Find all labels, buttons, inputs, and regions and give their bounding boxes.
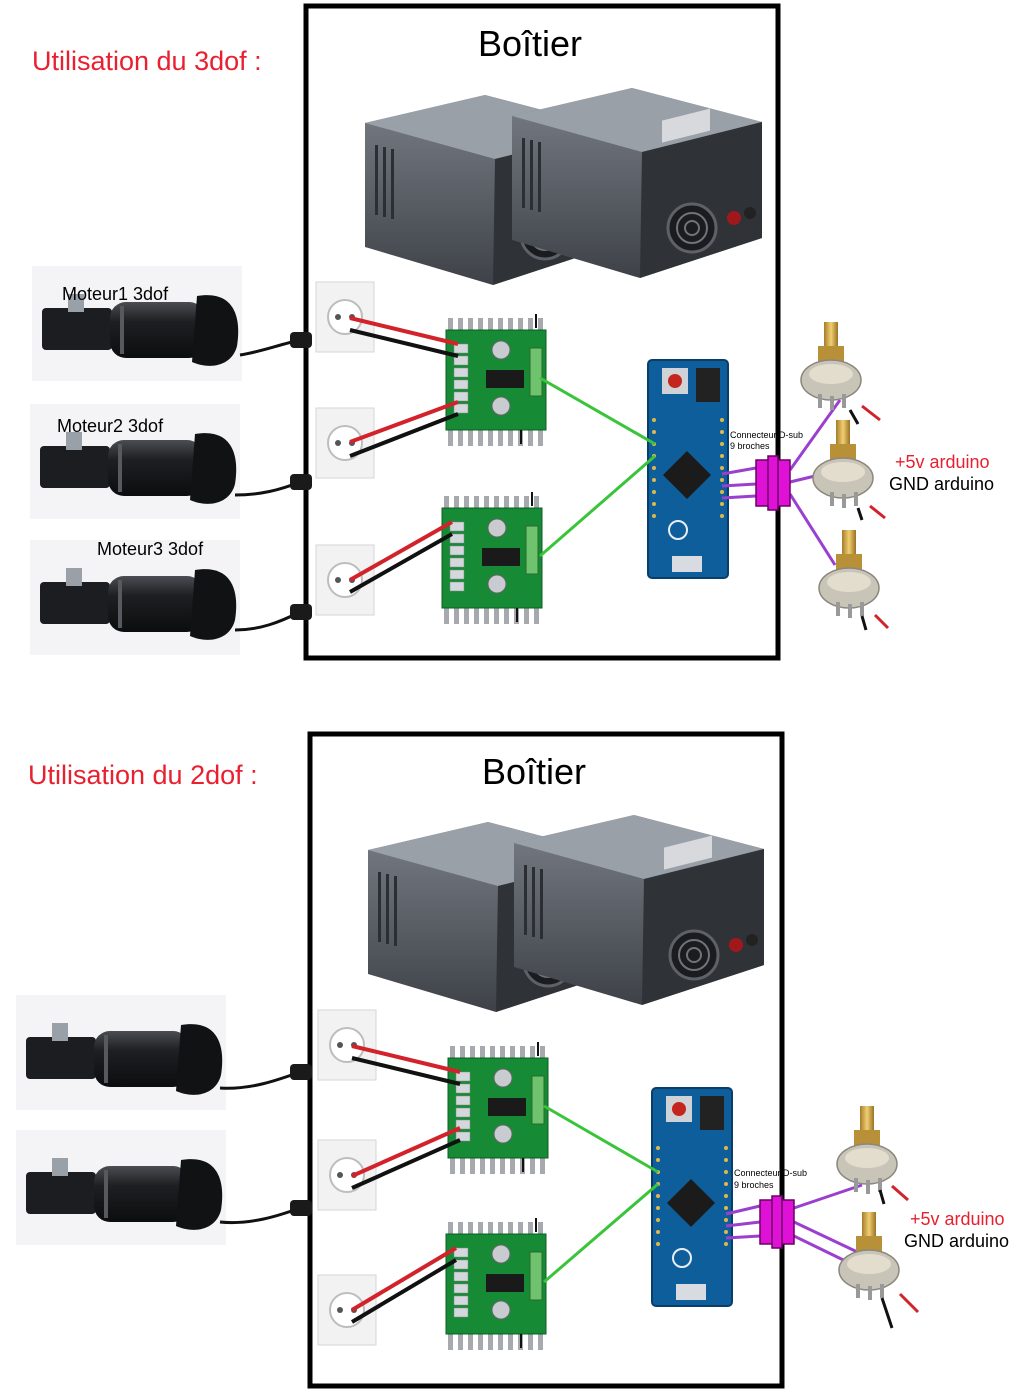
wall-outlet-icon (317, 1274, 377, 1346)
power-supply-icon (512, 813, 766, 1007)
connector-label-line-1: Connecteur D-sub (734, 1168, 807, 1178)
power-plug-icon (290, 1064, 312, 1216)
section-title-2dof: Utilisation du 2dof : (28, 760, 258, 790)
motor-label-2: Moteur2 3dof (57, 416, 164, 436)
connector-label-line-2: 9 broches (734, 1180, 774, 1190)
diagram-3dof: Utilisation du 3dof : Boîtier Moteur1 3d… (30, 3, 994, 661)
diagram-2dof: Utilisation du 2dof : Boîtier (16, 731, 1009, 1389)
signal-wires (539, 376, 656, 558)
supply-plus-label: +5v arduino (895, 452, 990, 472)
signal-wires (543, 1104, 659, 1284)
power-cords (219, 1070, 301, 1225)
supply-gnd-label: GND arduino (889, 474, 994, 494)
potentiometer-icon (836, 1105, 898, 1195)
motor-wires (350, 1044, 461, 1324)
connector-label-line-1: Connecteur D-sub (730, 430, 803, 440)
motor-label-1: Moteur1 3dof (62, 284, 169, 304)
wall-outlet-icon (317, 1139, 377, 1211)
pot-supply-wires (848, 404, 890, 631)
motor-driver-icon (445, 1217, 547, 1351)
supply-gnd-label: GND arduino (904, 1231, 1009, 1251)
potentiometer-icon (800, 321, 862, 411)
connector-label-line-2: 9 broches (730, 441, 770, 451)
box-title-2dof: Boîtier (482, 751, 586, 792)
enclosure-box-2dof (307, 731, 785, 1389)
supply-plus-label: +5v arduino (910, 1209, 1005, 1229)
gear-motor-icon (16, 995, 226, 1110)
power-supply-icon (510, 86, 764, 280)
gear-motor-icon (16, 1130, 226, 1245)
motor-driver-icon (441, 491, 543, 625)
arduino-micro-icon (647, 359, 729, 579)
potentiometer-icon (812, 419, 874, 509)
wall-outlet-icon (317, 1009, 377, 1081)
wall-outlet-icon (315, 281, 375, 353)
potentiometer-icon (818, 529, 880, 619)
motor-driver-icon (447, 1041, 549, 1175)
box-title-3dof: Boîtier (478, 23, 582, 64)
section-title-3dof: Utilisation du 3dof : (32, 46, 262, 76)
wall-outlet-icon (315, 544, 375, 616)
motor-label-3: Moteur3 3dof (97, 539, 204, 559)
power-plug-icon (290, 332, 312, 620)
motor-wires (349, 316, 459, 594)
potentiometer-icon (838, 1211, 900, 1301)
wall-outlet-icon (315, 407, 375, 479)
motor-driver-icon (445, 313, 547, 447)
arduino-micro-icon (651, 1087, 733, 1307)
pot-supply-wires (878, 1184, 920, 1329)
